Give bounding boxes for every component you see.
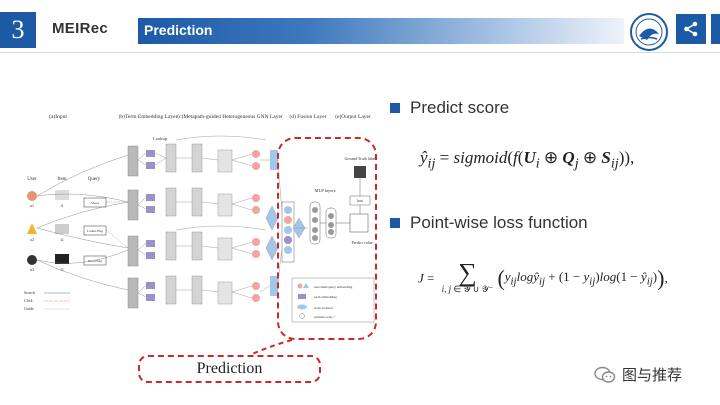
ground-truth-label: Ground-Truth label — [344, 156, 376, 161]
title-bar: Prediction — [138, 18, 624, 44]
query-box — [83, 225, 107, 236]
predict-equation: ŷij = sigmoid(f(Ui ⊕ Qj ⊕ Sij)), — [420, 148, 635, 172]
gnn-layer — [165, 143, 278, 305]
gnn-edges — [154, 135, 271, 299]
query-label: Hand Bag — [88, 259, 102, 263]
item-thumb-icon — [55, 224, 69, 234]
user-id: u1 — [30, 203, 34, 208]
node-legend: term embedding — [314, 295, 337, 299]
user-id: u2 — [30, 237, 34, 242]
mlp-label: MLP layers — [315, 188, 336, 193]
embedding-blocks — [127, 145, 155, 309]
column-heading: (b)Term Embedding Layer — [119, 113, 178, 120]
column-heading: (e)Output Layer — [335, 113, 371, 120]
edge-strip — [711, 14, 720, 44]
bullet-square-icon — [390, 103, 400, 113]
wechat-icon — [594, 366, 616, 383]
item-id: i3 — [60, 267, 63, 272]
user-avatar-icon — [27, 223, 37, 234]
input-edges — [36, 154, 129, 291]
row-label: User — [27, 177, 37, 182]
row-label: Query — [88, 177, 101, 182]
predict-label: Predict value — [352, 240, 373, 245]
row-label: Item — [57, 177, 66, 182]
item-id: i1 — [60, 203, 63, 208]
header-divider — [0, 52, 720, 53]
column-heading: (c)Metapath-guided Heterogeneous GNN Lay… — [177, 113, 283, 120]
ground-truth-box — [354, 166, 366, 178]
share-button[interactable] — [676, 14, 706, 44]
loss-label: loss — [357, 198, 364, 203]
item-thumb-icon — [55, 190, 69, 200]
share-icon — [684, 21, 698, 37]
legend-swatch — [298, 294, 306, 299]
slide-title: Prediction — [144, 22, 213, 38]
bullet-predict-score: Predict score — [390, 98, 509, 118]
legend-swatch — [299, 313, 305, 319]
query-label: Ladies Bag — [87, 229, 103, 233]
loss-equation: J = ∑i, j ∈ 𝒴 ∪ 𝒴⁻(yijlogŷij + (1 − yij)… — [418, 258, 668, 295]
node-legend: user/item/query embedding — [314, 285, 353, 289]
node-legend: element-wise + — [314, 315, 336, 319]
section-number: 3 — [0, 12, 36, 48]
edge-legend: Guide — [24, 306, 34, 311]
bullet-square-icon — [390, 218, 400, 228]
query-label: Shoes — [91, 201, 100, 205]
legend-swatch — [297, 283, 303, 289]
embedding-edges — [137, 152, 147, 298]
prediction-callout: Prediction — [138, 355, 321, 383]
bullet-label: Predict score — [410, 98, 510, 117]
bullet-loss-function: Point-wise loss function — [390, 213, 588, 233]
legend-swatch — [303, 283, 309, 288]
query-box — [83, 197, 107, 208]
fusion-layer — [265, 201, 306, 263]
edge-legend: Click — [24, 298, 33, 303]
prediction-highlight — [277, 137, 377, 340]
edge-legend: Search — [24, 290, 35, 295]
university-logo-icon — [630, 13, 668, 51]
column-heading: (a)Input — [49, 113, 67, 120]
node-legend: static features — [314, 306, 334, 310]
user-id: u3 — [30, 267, 34, 272]
watermark-text: 图与推荐 — [622, 367, 683, 384]
wechat-watermark: 图与推荐 — [594, 364, 682, 385]
lookup-label: Lookup — [153, 136, 168, 141]
bullet-label: Point-wise loss function — [410, 213, 588, 232]
brand-title: MEIRec — [52, 20, 108, 37]
column-heading: (d) Fusion Layer — [290, 113, 327, 120]
user-avatar-icon — [27, 255, 37, 265]
item-id: i2 — [60, 237, 63, 242]
output-edges — [320, 178, 361, 224]
item-thumb-icon — [55, 254, 69, 264]
user-avatar-icon — [27, 191, 37, 201]
architecture-diagram: (a)Input (b)Term Embedding Layer (c)Meta… — [24, 113, 376, 323]
legend-swatch — [297, 304, 307, 310]
